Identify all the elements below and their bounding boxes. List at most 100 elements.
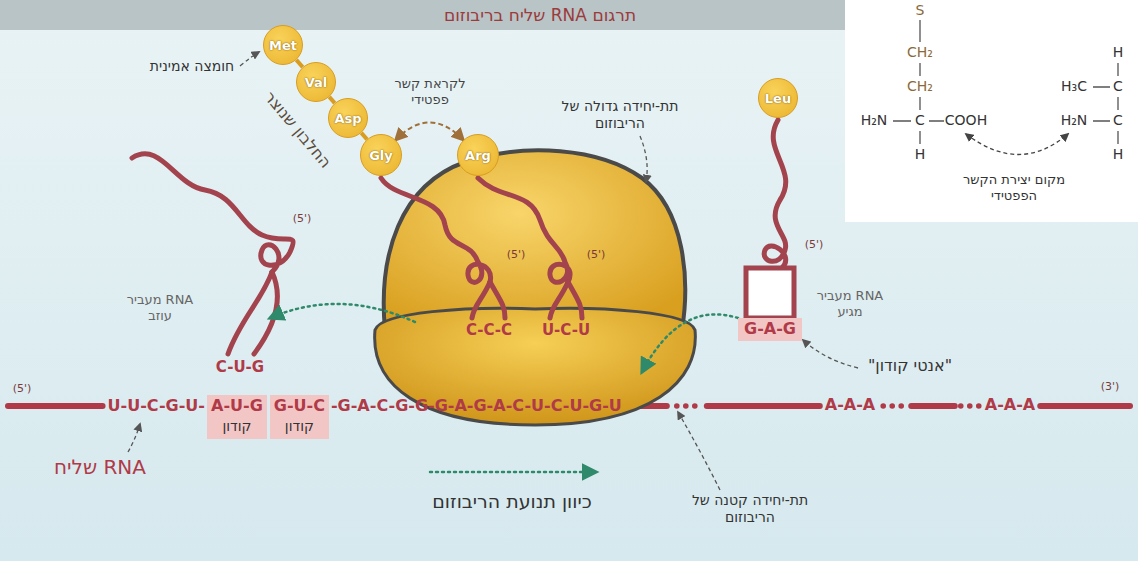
atom: CH₂ <box>907 44 933 61</box>
bond <box>1093 63 1118 144</box>
mrna-dots <box>958 403 964 409</box>
leaving-arrow <box>270 304 415 322</box>
amino-acid-circle: Gly <box>360 134 402 176</box>
amino-acid-circle: Met <box>263 25 303 65</box>
mrna-dots <box>976 403 982 409</box>
end-mark: (5') <box>13 382 32 395</box>
end-mark: (5') <box>507 248 526 261</box>
mrna-sequence: A-A-A <box>985 395 1035 414</box>
mrna-dots <box>967 403 973 409</box>
atom: H <box>1113 44 1124 61</box>
peptide-bond-arrow <box>396 122 464 139</box>
trna-p-site <box>381 178 491 282</box>
leader-anticodon <box>803 340 858 368</box>
direction-label: כיוון תנועת הריבוזום <box>432 490 591 513</box>
title-band <box>0 0 845 30</box>
mrna-label: RNA שליח <box>54 455 146 479</box>
atom: C <box>1113 78 1123 95</box>
anticodon-seq: C-U-G <box>216 358 264 376</box>
mrna-sequence: U-U-C-G-U- <box>108 395 205 417</box>
atom: C <box>915 112 925 129</box>
direction-arrow <box>430 471 596 474</box>
atom: H₂N <box>1061 112 1088 129</box>
mrna-backbone <box>707 403 820 409</box>
trna-movement <box>270 304 738 472</box>
mrna-dots <box>683 403 689 409</box>
arriving-trna-body <box>746 268 794 318</box>
mrna-backbone <box>1040 403 1130 409</box>
end-mark: (5') <box>805 238 824 251</box>
leader-amino-acid <box>240 52 259 66</box>
leader-lines <box>128 52 1068 490</box>
anticodon-seq: U-C-U <box>542 321 590 339</box>
chem-bonds <box>893 20 1118 144</box>
amino-acid-name: Asp <box>334 111 361 126</box>
codon-label: קודון <box>211 417 263 435</box>
callout-label: חומצה אמינית <box>150 58 234 75</box>
anticodon-seq: C-C-C <box>466 321 512 339</box>
atom: COOH <box>945 112 987 129</box>
part-label: תת-יחידה גדולה של הריבוזום <box>560 98 680 132</box>
amino-acid-circle: Arg <box>457 134 499 176</box>
large-subunit <box>384 150 685 330</box>
leader-mrna <box>128 424 140 452</box>
codon-box: G-U-Cקודון <box>270 395 329 439</box>
atom: S <box>916 2 925 19</box>
callout-label: "אנטי קודון" <box>868 356 952 375</box>
amino-acid-name: Gly <box>369 148 393 163</box>
trna-a-site <box>478 178 570 282</box>
base-triplet: G-A-G <box>744 318 796 340</box>
atom: H <box>1113 146 1124 163</box>
end-mark: (5') <box>587 248 606 261</box>
peptide-bond-site <box>966 134 1068 155</box>
arriving-arrow <box>642 314 738 372</box>
trna-a-site-leg <box>568 282 582 318</box>
mrna-backbone <box>911 403 955 409</box>
edge-label: לקראת קשר פפטידי <box>378 76 482 107</box>
amino-acid-name: Arg <box>465 148 491 163</box>
leaving-trna-leg <box>254 272 277 354</box>
mrna-dots <box>898 403 904 409</box>
atom: CH₂ <box>907 78 933 95</box>
leader-small-subunit <box>678 412 720 490</box>
mrna-dots <box>674 403 680 409</box>
amino-acid-circle: Val <box>296 62 336 102</box>
codon-box: A-U-Gקודון <box>207 395 267 439</box>
callout-label: מקום יצירת הקשר הפפטידי <box>954 172 1074 203</box>
mrna-dots <box>880 403 886 409</box>
amino-acid-circle: Leu <box>758 78 798 118</box>
atom: H <box>915 146 926 163</box>
leaving-trna <box>132 154 293 272</box>
atom: C <box>1113 112 1123 129</box>
amino-acid-circle: Asp <box>328 98 368 138</box>
chain-label: החלבון שנוצר <box>261 88 336 172</box>
bond <box>893 20 944 144</box>
leaving-trna-leg <box>228 272 272 354</box>
title: תרגום RNA שליח בריבוזום <box>444 5 636 25</box>
amino-acid-name: Leu <box>765 91 791 106</box>
arriving-trna <box>764 120 786 268</box>
trna-label: RNA מעביר עוזב <box>118 292 202 323</box>
ribosome <box>375 150 696 425</box>
mrna-sequence: A-A-A <box>825 395 875 414</box>
base-triplet: G-U-C <box>274 395 325 417</box>
base-triplet: A-U-G <box>211 395 263 417</box>
atom: H₂N <box>861 112 888 129</box>
peptide-bond <box>296 60 302 67</box>
trna-a-site-leg <box>550 282 568 318</box>
trna-p-site-leg <box>490 282 505 318</box>
amino-acid-name: Val <box>305 75 328 90</box>
chem-panel <box>845 0 1138 222</box>
anticodon-box: G-A-G <box>738 318 802 341</box>
trna-label: RNA מעביר מגיע <box>808 288 892 319</box>
end-mark: (3') <box>1101 380 1120 393</box>
atom: H₃C <box>1061 78 1087 95</box>
amino-acid-name: Met <box>269 38 297 53</box>
end-mark: (5') <box>293 212 312 225</box>
mrna-dots <box>889 403 895 409</box>
codon-label: קודון <box>274 417 325 435</box>
mrna-backbone <box>8 403 103 409</box>
leader-large-subunit <box>640 136 647 182</box>
